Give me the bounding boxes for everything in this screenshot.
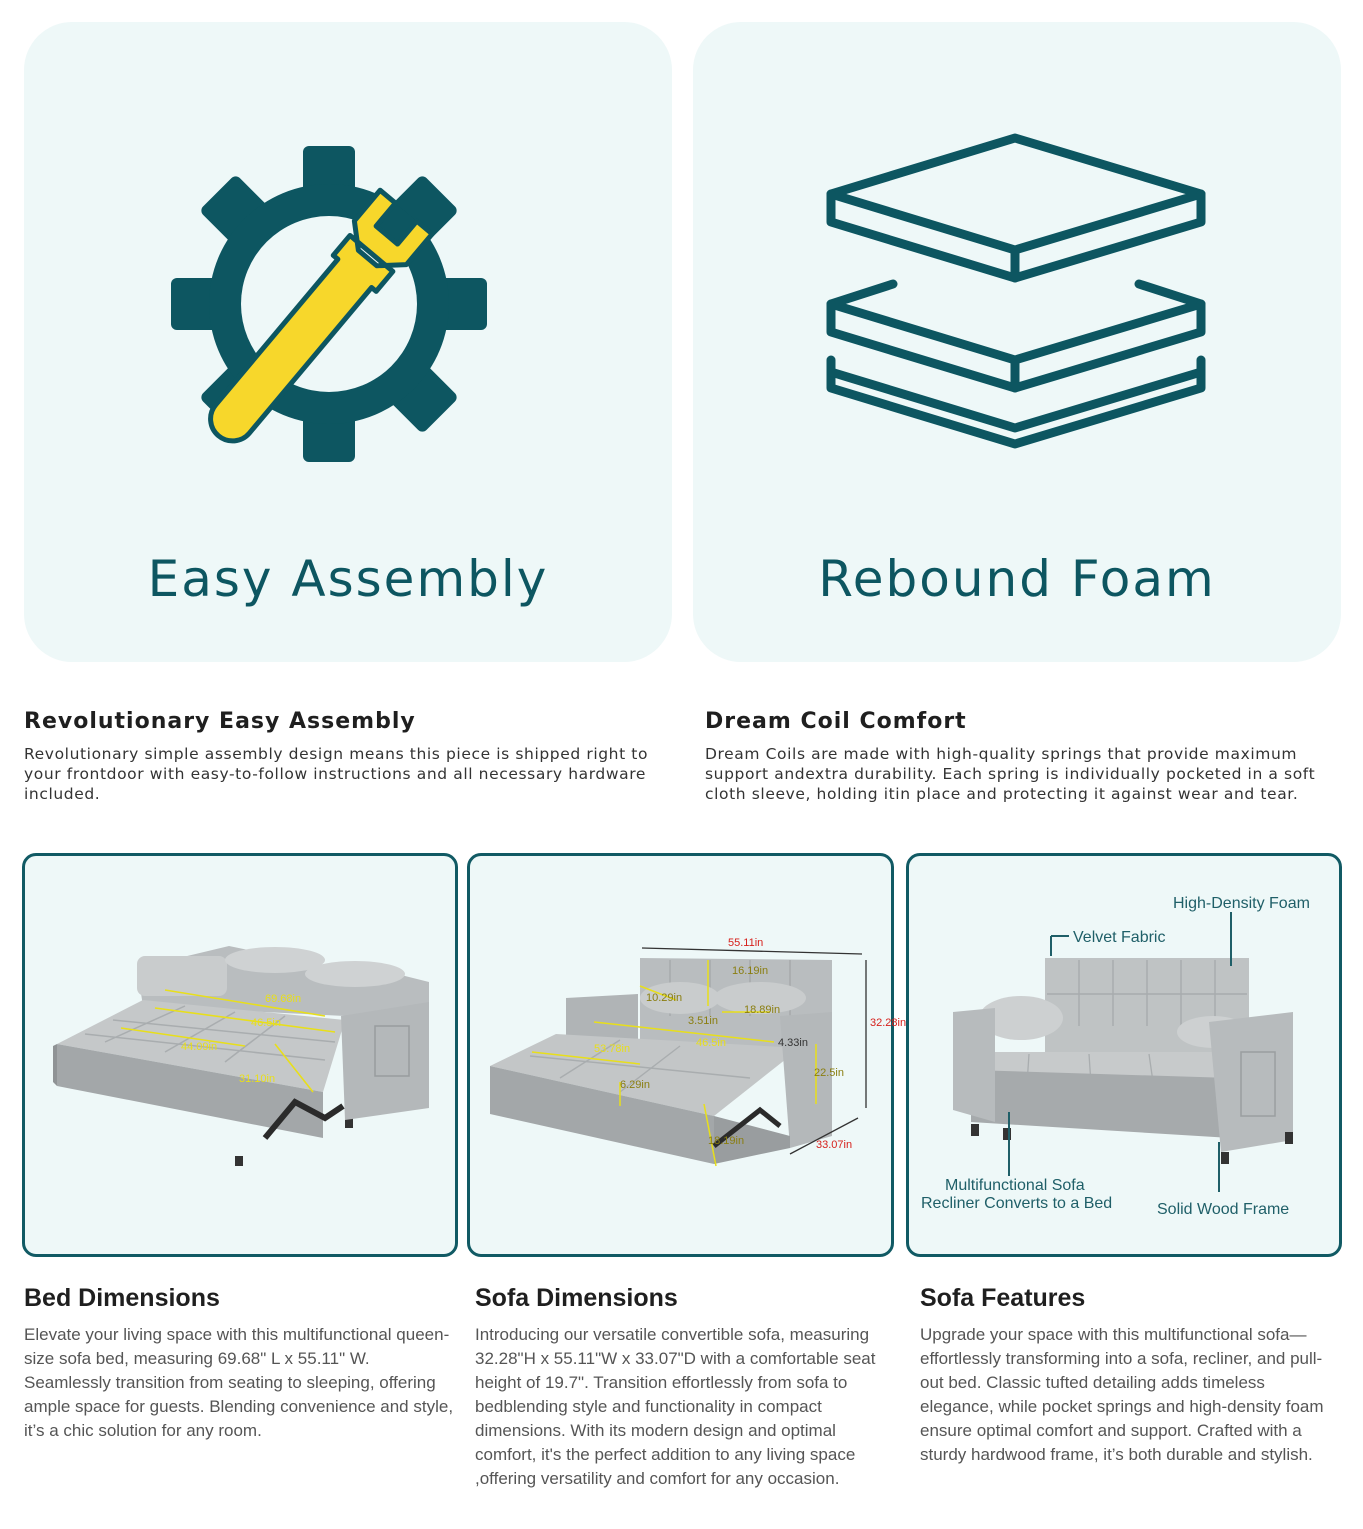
bed-width-label: 46.5in xyxy=(251,1017,281,1029)
bed-depth-label: 31.10in xyxy=(239,1073,275,1085)
sofa-height-label: 32.28in xyxy=(870,1017,906,1029)
sofa-features-illustration: High-Density Foam Velvet Fabric Multifun… xyxy=(921,895,1310,1218)
sofa-cushion-label: 18.89in xyxy=(744,1004,780,1016)
bed-dimensions-frame: 69.68in 46.5in 44.09in 31.10in xyxy=(22,853,458,1257)
easy-assembly-title: Easy Assembly xyxy=(147,550,549,608)
sofa-width-label: 55.11in xyxy=(728,937,763,949)
foam-callout: High-Density Foam xyxy=(1173,895,1310,912)
sofa-seat-height-label: 18.19in xyxy=(708,1135,744,1147)
gear-wrench-icon xyxy=(171,146,487,462)
assembly-text-block: Revolutionary Easy Assembly Revolutionar… xyxy=(24,709,664,804)
frame-callout: Solid Wood Frame xyxy=(1157,1201,1289,1218)
sofa-dimension-illustration: 55.11in 32.28in 33.07in 16.19in 10.29in … xyxy=(490,937,906,1167)
sofa-bed-illustration: 69.68in 46.5in 44.09in 31.10in xyxy=(53,946,429,1166)
sofa-features-frame: High-Density Foam Velvet Fabric Multifun… xyxy=(906,853,1342,1257)
coil-text-block: Dream Coil Comfort Dream Coils are made … xyxy=(705,709,1335,804)
easy-assembly-card: Easy Assembly xyxy=(24,22,672,662)
sofa-dimensions-title: Sofa Dimensions xyxy=(475,1284,678,1312)
sofa-dimensions-frame: 55.11in 32.28in 33.07in 16.19in 10.29in … xyxy=(467,853,906,1257)
sofa-depth-label: 33.07in xyxy=(816,1139,852,1151)
coil-body: Dream Coils are made with high-quality s… xyxy=(705,745,1316,803)
foam-layers-icon xyxy=(826,133,1206,449)
sofa-features-body: Upgrade your space with this multifuncti… xyxy=(920,1325,1324,1464)
sofa-mid-label: 3.51in xyxy=(688,1015,718,1027)
sofa-dimensions-caption: Sofa Dimensions Introducing our versatil… xyxy=(475,1284,885,1491)
fabric-callout: Velvet Fabric xyxy=(1073,929,1165,946)
sofa-dimensions-body: Introducing our versatile convertible so… xyxy=(475,1325,876,1488)
bed-length-label: 69.68in xyxy=(265,993,301,1005)
sofa-callout-line1: Multifunctional Sofa xyxy=(945,1177,1085,1194)
rebound-foam-card: Rebound Foam xyxy=(693,22,1341,662)
assembly-body: Revolutionary simple assembly design mea… xyxy=(24,745,649,803)
sofa-length-label: 53.78in xyxy=(594,1043,630,1055)
assembly-heading: Revolutionary Easy Assembly xyxy=(24,709,416,734)
sofa-features-caption: Sofa Features Upgrade your space with th… xyxy=(920,1284,1336,1467)
bed-dimensions-caption: Bed Dimensions Elevate your living space… xyxy=(24,1284,456,1443)
sofa-pillow-label: 10.29in xyxy=(646,992,682,1004)
sofa-features-title: Sofa Features xyxy=(920,1284,1086,1312)
sofa-arm-label: 22.5in xyxy=(814,1067,844,1079)
sofa-leg-label: 6.29in xyxy=(620,1079,650,1091)
bed-seat-label: 44.09in xyxy=(181,1041,217,1053)
rebound-foam-title: Rebound Foam xyxy=(818,550,1216,608)
sofa-back-label: 16.19in xyxy=(732,965,768,977)
coil-heading: Dream Coil Comfort xyxy=(705,709,967,734)
bed-dimensions-body: Elevate your living space with this mult… xyxy=(24,1325,454,1440)
sofa-small-label: 4.33in xyxy=(778,1037,808,1049)
sofa-seat-label: 46.5in xyxy=(696,1037,726,1049)
bed-dimensions-title: Bed Dimensions xyxy=(24,1284,220,1312)
sofa-callout-line2: Recliner Converts to a Bed xyxy=(921,1195,1112,1212)
